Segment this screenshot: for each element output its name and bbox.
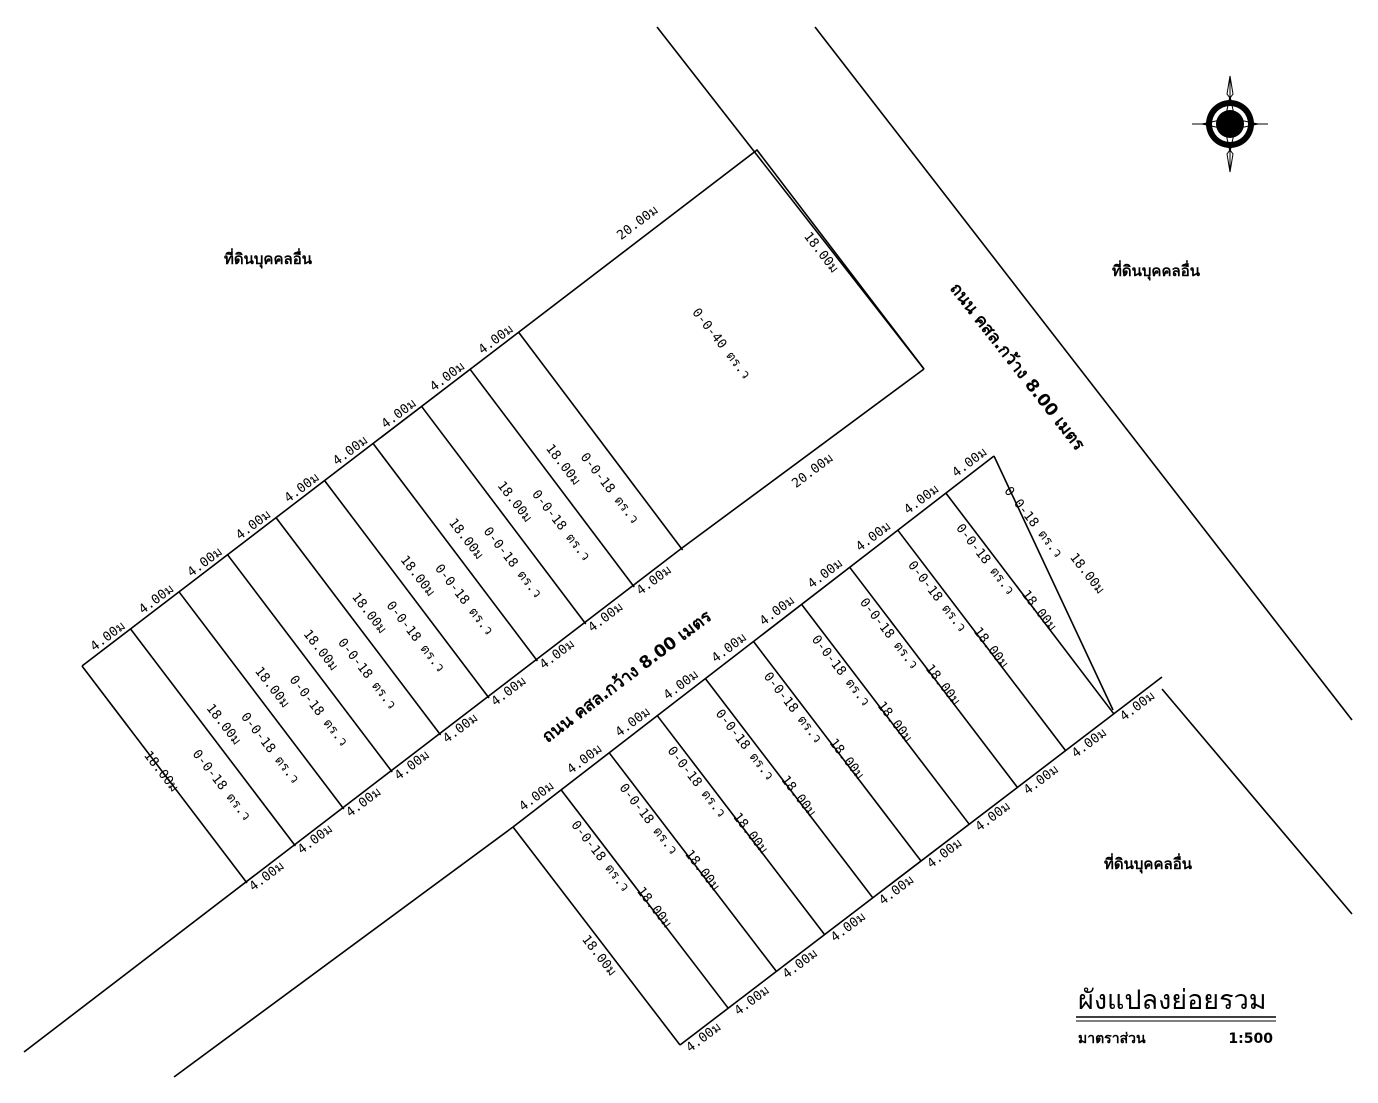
south-plot-area: 0-0-18 ตร.ว [616,781,680,857]
inner-road-edge-south [173,826,514,1078]
north-plot-depth: 18.00ม [494,479,535,526]
north-plot-back-frontage: 4.00ม [427,359,468,395]
north-plot-dividers [129,331,684,847]
north-plot-depth: 18.00ม [348,590,389,637]
south-plot-area: 0-0-18 ตร.ว [664,744,728,820]
south-plot-area: 0-0-18 ตร.ว [808,633,872,709]
south-plot-area: 0-0-18 ตร.ว [760,670,824,746]
south-plot-divider [800,603,970,825]
north-plot-back-frontage: 4.00ม [185,545,226,581]
scale-label: มาตราส่วน [1078,1031,1146,1047]
south-plot-dividers [560,492,1115,1009]
north-plot-area: 0-0-18 ตร.ว [334,636,398,712]
north-plot-divider [323,480,490,699]
north-plot-divider [420,405,587,625]
south-plot-depth: 18.00ม [729,810,770,857]
plan-title: ผังแปลงย่อยรวม [1078,985,1267,1016]
north-plot-back-frontage: 4.00ม [88,619,129,655]
north-arrow-compass-icon [1192,75,1268,173]
south-block-west-side [512,826,681,1046]
north-plot-back-frontage: 4.00ม [330,433,371,469]
south-plot-depth: 18.00ม [826,736,867,783]
main-road-edge-east [814,26,1353,721]
south-plot-divider [608,752,778,972]
north-plot-area: 0-0-18 ตร.ว [528,487,592,563]
north-plot-area: 0-0-18 ตร.ว [189,747,253,823]
north-plot-area: 0-0-18 ตร.ว [480,525,544,601]
south-plot-depth: 18.00ม [778,773,819,820]
north-plot-divider [129,628,297,847]
north-plot-divider [178,591,345,810]
south-plot-divider [704,678,874,899]
south-plot-divider [897,529,1067,752]
north-plot-area: 0-0-18 ตร.ว [237,710,301,786]
large-plot-top-dimension: 20.00ม [614,203,661,244]
large-plot-area: 0-0-40 ตร.ว [689,306,753,382]
south-plot-divider [945,492,1115,715]
north-plot-back-frontage: 4.00ม [136,582,177,618]
south-plot-depth: 18.00ม [874,699,915,746]
north-plot-back-frontage: 4.00ม [379,396,420,432]
north-plot-depth: 18.00ม [300,627,341,674]
north-plot-divider [517,331,684,551]
south-plot-area: 0-0-18 ตร.ว [856,596,920,672]
south-plot-depth: 18.00ม [1066,550,1107,597]
north-plot-divider [226,554,393,773]
north-plot-divider [275,517,442,736]
south-plot-area: 0-0-18 ตร.ว [1001,484,1065,560]
south-plot-depth: 18.00ม [681,847,722,894]
north-plot-depth: 18.00ม [251,664,292,711]
scale-value: 1:500 [1228,1031,1273,1047]
south-plot-divider [560,789,729,1009]
main-road-edge-west [656,26,925,370]
north-plot-depth: 18.00ม [203,701,244,748]
south-block-east-side [993,455,1114,711]
north-plot-area: 0-0-18 ตร.ว [431,562,495,638]
north-plot-back-frontage: 4.00ม [233,507,274,543]
south-plot-depth: 18.00ม [1018,588,1059,635]
south-plot-depth: 18.00ม [970,625,1011,672]
south-plot-area: 0-0-18 ตร.ว [712,707,776,783]
south-plot-depth: 18.00ม [633,884,674,931]
north-block-top-boundary [81,148,925,667]
neighbor-land-label-south: ที่ดินบุคคลอื่น [1104,853,1193,874]
north-block-west-side [81,665,248,884]
main-road-name: ถนน คสล.กว้าง 8.00 เมตร [945,279,1089,455]
north-plot-area: 0-0-18 ตร.ว [286,673,350,749]
north-plot-depth: 18.00ม [397,553,438,600]
south-plot-area: 0-0-18 ตร.ว [568,818,632,894]
north-plot-divider [469,368,635,588]
north-plot-depth: 18.00ม [542,442,583,489]
south-plot-divider [849,566,1019,788]
inner-road-edge-north [23,547,683,1053]
north-plot-back-frontage: 4.00ม [476,322,517,358]
main-road-edge-south [1161,688,1353,915]
neighbor-land-label-west: ที่ดินบุคคลอื่น [224,248,313,269]
south-plot-divider [656,715,826,936]
north-plot-divider [372,442,539,662]
north-plot-area: 0-0-18 ตร.ว [577,450,641,526]
north-plot-depth: 18.00ม [140,748,181,795]
south-plot-depth: 18.00ม [922,662,963,709]
large-plot-front-dimension: 20.00ม [789,451,836,492]
south-plot-divider [752,641,922,862]
large-plot-front [681,368,925,549]
north-plot-area: 0-0-18 ตร.ว [383,599,447,675]
south-plot-area: 0-0-18 ตร.ว [952,521,1016,597]
neighbor-land-label-east: ที่ดินบุคคลอื่น [1112,260,1201,281]
north-plot-depth: 18.00ม [445,516,486,563]
north-plot-back-frontage: 4.00ม [282,470,323,506]
south-plot-area: 0-0-18 ตร.ว [904,558,968,634]
